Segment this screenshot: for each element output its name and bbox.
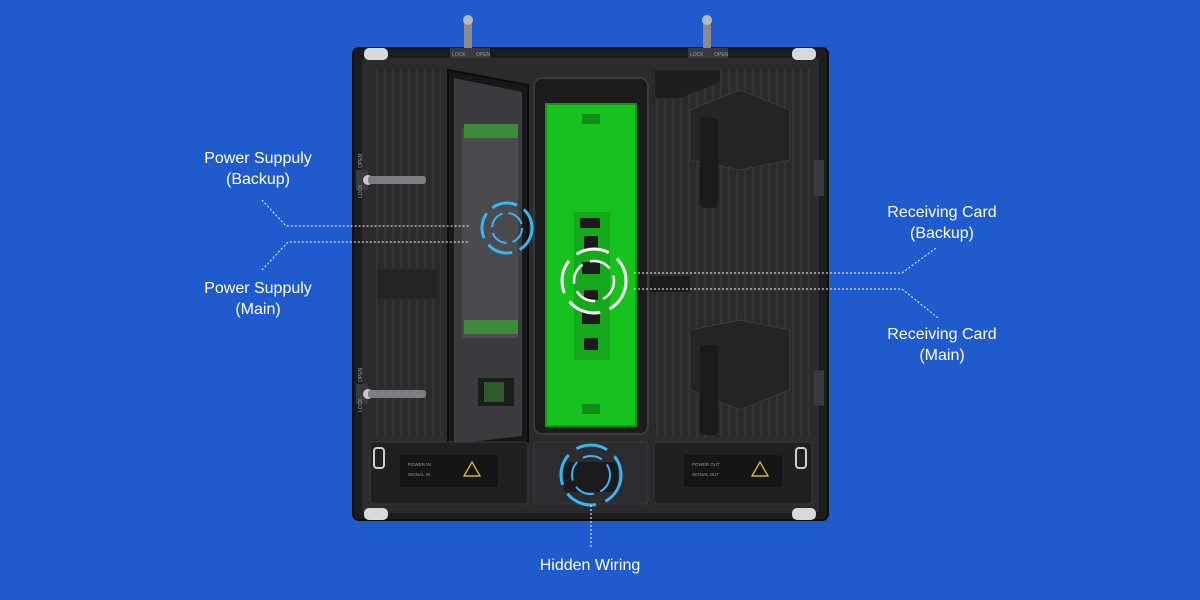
signal-out-mark: SIGNAL OUT xyxy=(692,472,719,477)
lock-mark-top-left: LOCK xyxy=(452,52,466,58)
open-mark-side-lower: OPEN xyxy=(358,367,364,382)
side-clip-right-lower xyxy=(814,370,824,406)
lock-mark-top-right: LOCK xyxy=(690,52,704,58)
right-handle-top xyxy=(700,118,718,208)
leader-line-rc-backup xyxy=(634,247,937,274)
warning-icon xyxy=(750,460,770,477)
receiving-card-highlight-ring xyxy=(560,247,628,315)
corner-tab xyxy=(364,508,388,520)
label-line: Power Suppuly xyxy=(204,280,312,297)
top-locking-pin-left xyxy=(450,15,490,58)
open-mark-top-left: OPEN xyxy=(476,52,491,58)
bottom-hook-left xyxy=(373,447,385,469)
label-power-supply-backup: Power Suppuly (Backup) xyxy=(188,148,328,190)
chip xyxy=(584,290,598,300)
label-line: (Backup) xyxy=(909,225,975,242)
right-handle-bottom xyxy=(700,345,718,435)
signal-in-mark: SIGNAL IN xyxy=(408,472,430,477)
power-supply-module xyxy=(462,128,518,338)
chip xyxy=(582,262,600,274)
open-mark-side-upper: OPEN xyxy=(358,153,364,168)
power-in-mark: POWER IN xyxy=(408,462,431,467)
corner-tab xyxy=(364,48,388,60)
label-line: (Main) xyxy=(919,347,965,364)
leader-line-ps-main xyxy=(261,241,470,271)
chip xyxy=(584,236,598,250)
power-supply-door xyxy=(447,68,529,454)
label-line: (Main) xyxy=(235,301,281,318)
top-locking-pin-right xyxy=(688,15,728,58)
left-panel xyxy=(370,68,442,438)
power-out-mark: POWER OUT xyxy=(692,462,720,467)
lock-mark-side-lower: LOCK xyxy=(358,398,364,412)
side-lock-left-lower xyxy=(356,384,426,404)
corner-tab xyxy=(792,48,816,60)
leader-line-rc-main xyxy=(634,288,939,319)
chip xyxy=(580,218,600,228)
chip xyxy=(584,338,598,350)
power-supply-highlight-ring xyxy=(480,201,534,255)
label-line: (Backup) xyxy=(225,171,291,188)
side-clip-right-upper xyxy=(814,160,824,196)
label-hidden-wiring: Hidden Wiring xyxy=(510,555,670,576)
label-receiving-card-main: Receiving Card (Main) xyxy=(872,324,1012,366)
bottom-connector-right: POWER OUT SIGNAL OUT xyxy=(653,441,813,505)
open-mark-top-right: OPEN xyxy=(714,52,729,58)
lock-mark-side-upper: LOCK xyxy=(358,184,364,198)
led-cabinet: LOCK OPEN LOCK OPEN LOCK OPEN LOCK xyxy=(352,15,829,521)
label-power-supply-main: Power Suppuly (Main) xyxy=(188,278,328,320)
warning-icon xyxy=(462,460,482,477)
bottom-wiring-cover xyxy=(533,441,649,505)
chip xyxy=(582,312,600,324)
label-line: Receiving Card xyxy=(887,204,997,221)
corner-tab xyxy=(792,508,816,520)
bottom-hook-right xyxy=(795,447,807,469)
label-line: Receiving Card xyxy=(887,326,997,343)
receiving-card-compartment xyxy=(533,77,649,435)
label-line: Hidden Wiring xyxy=(539,557,641,574)
side-lock-left-upper xyxy=(356,170,426,190)
label-receiving-card-backup: Receiving Card (Backup) xyxy=(872,202,1012,244)
label-line: Power Suppuly xyxy=(204,150,312,167)
bottom-connector-left: POWER IN SIGNAL IN xyxy=(369,441,529,505)
